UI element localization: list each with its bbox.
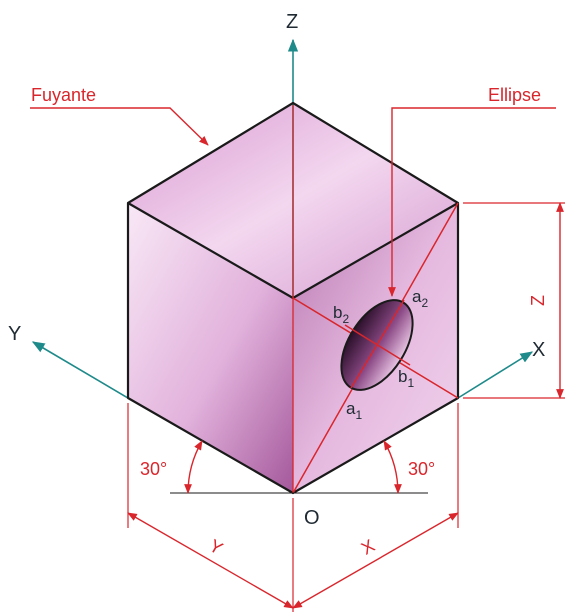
- label-a1: a1: [346, 399, 362, 422]
- origin-label: O: [304, 507, 320, 529]
- fuyante-label: Fuyante: [31, 85, 96, 105]
- axis-z-label: Z: [286, 11, 298, 33]
- dimension-z-label: Z: [528, 295, 548, 306]
- label-b2: b2: [333, 303, 349, 326]
- ellipse-minor-axis: [344, 324, 411, 366]
- ellipse-leader: [388, 107, 556, 297]
- ellipse-major-axis: [350, 299, 405, 389]
- axis-y-label: Y: [8, 323, 21, 345]
- dimension-y-line: [127, 512, 294, 609]
- axis-x-line: [457, 351, 534, 399]
- label-a2: a2: [412, 287, 428, 310]
- angle-label-right: 30°: [408, 459, 435, 479]
- ellipse-label: Ellipse: [488, 85, 541, 105]
- angle-arc-left: [184, 440, 203, 494]
- dimension-x-label: X: [358, 535, 378, 558]
- label-b1: b1: [398, 367, 414, 390]
- angle-arc-right: [383, 440, 402, 494]
- axis-y-line: [31, 341, 129, 399]
- dimension-y-label: Y: [206, 535, 226, 558]
- fuyante-leader: [30, 107, 209, 146]
- dimension-x-line: [292, 512, 459, 609]
- axis-x-label: X: [532, 339, 545, 361]
- angle-label-left: 30°: [140, 459, 167, 479]
